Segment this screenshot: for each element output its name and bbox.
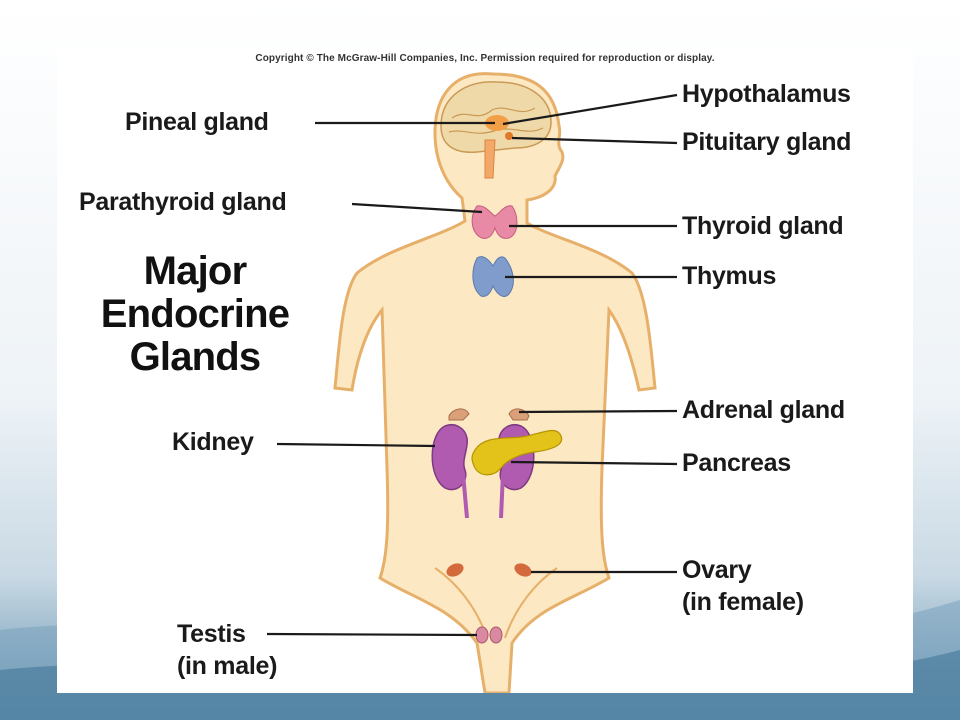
ovary-right: [514, 563, 532, 577]
pancreas: [471, 429, 563, 476]
title-line: Glands: [129, 335, 262, 379]
leader-pituitary: [511, 136, 678, 145]
label-ovary-note: (in female): [682, 588, 804, 616]
label-parathyroid-gland: Parathyroid gland: [79, 188, 287, 216]
thyroid: [471, 205, 518, 239]
title-line: Endocrine: [100, 292, 290, 336]
title-line: Major: [143, 249, 247, 293]
leader-pancreas: [510, 460, 678, 466]
ovary-left: [446, 563, 464, 577]
label-hypothalamus: Hypothalamus: [682, 80, 851, 108]
leader-testis: [266, 632, 478, 637]
kidney-left: [431, 424, 469, 491]
leader-kidney: [276, 442, 436, 448]
label-adrenal-gland: Adrenal gland: [682, 396, 845, 424]
label-pineal-gland: Pineal gland: [125, 108, 269, 136]
endocrine-diagram-image: Copyright © The McGraw-Hill Companies, I…: [57, 48, 913, 693]
diagram-title: Major Endocrine Glands: [65, 250, 325, 379]
thymus: [472, 256, 514, 297]
label-ovary: Ovary: [682, 556, 752, 584]
label-thymus: Thymus: [682, 262, 777, 290]
label-testis-note: (in male): [177, 652, 278, 680]
label-thyroid-gland: Thyroid gland: [682, 212, 844, 240]
label-pancreas: Pancreas: [682, 449, 791, 477]
body-outline: [333, 72, 657, 693]
label-testis: Testis: [177, 620, 246, 648]
body-illustration: [266, 72, 678, 693]
testis-left: [475, 626, 489, 644]
leader-hypothalamus: [502, 93, 678, 126]
label-kidney: Kidney: [172, 428, 254, 456]
testis-right: [489, 626, 503, 644]
copyright-notice: Copyright © The McGraw-Hill Companies, I…: [255, 53, 715, 64]
label-pituitary-gland: Pituitary gland: [682, 128, 852, 156]
leader-parathyroid: [351, 202, 483, 214]
adrenal-left: [448, 408, 470, 421]
leader-adrenal: [518, 409, 678, 414]
